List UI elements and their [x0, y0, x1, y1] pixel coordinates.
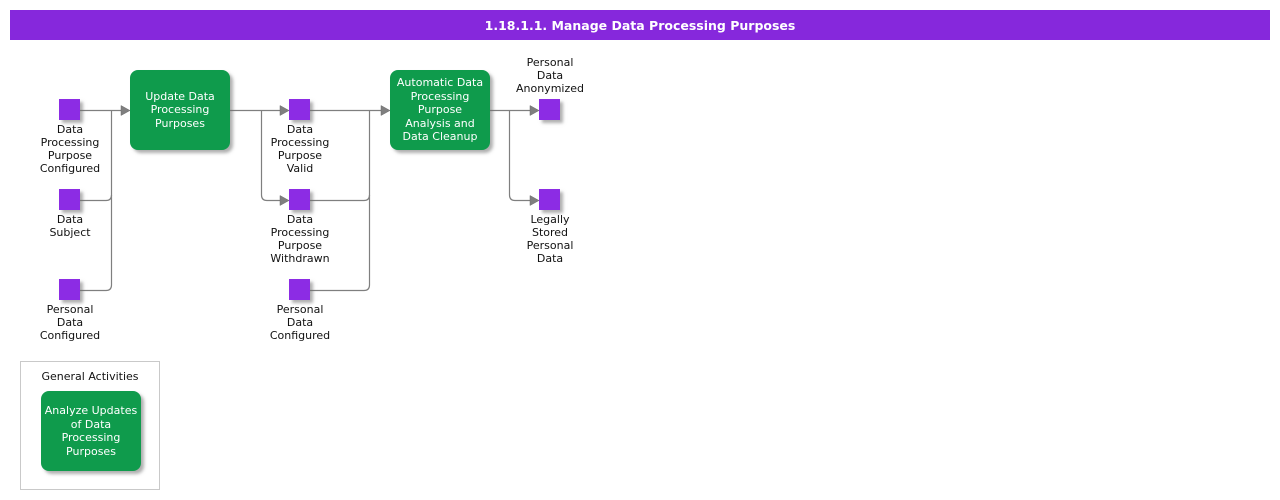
event-data-subject[interactable] — [59, 189, 80, 210]
event-personal-data-anonymized[interactable] — [539, 99, 560, 120]
event-label-personal-data-anonymized: Personal Data Anonymized — [515, 56, 584, 95]
event-label-data-subject: Data Subject — [49, 213, 91, 239]
event-label-legally-stored-personal-data: Legally Stored Personal Data — [526, 213, 574, 265]
event-label-personal-data-configured-left: Personal Data Configured — [39, 303, 101, 342]
diagram-title-bar: 1.18.1.1. Manage Data Processing Purpose… — [10, 10, 1270, 40]
event-label-data-processing-purpose-withdrawn: Data Processing Purpose Withdrawn — [270, 213, 330, 265]
activity-automatic-data-processing-purpose-analysis-and-data-cleanup[interactable]: Automatic Data Processing Purpose Analys… — [390, 70, 490, 150]
event-data-processing-purpose-valid[interactable] — [289, 99, 310, 120]
event-personal-data-configured-left[interactable] — [59, 279, 80, 300]
event-data-processing-purpose-configured[interactable] — [59, 99, 80, 120]
general-activities-group: General Activities Analyze Updates of Da… — [20, 361, 160, 490]
event-personal-data-configured-middle[interactable] — [289, 279, 310, 300]
event-data-processing-purpose-withdrawn[interactable] — [289, 189, 310, 210]
event-label-data-processing-purpose-configured: Data Processing Purpose Configured — [39, 123, 101, 175]
event-label-data-processing-purpose-valid: Data Processing Purpose Valid — [270, 123, 330, 175]
event-legally-stored-personal-data[interactable] — [539, 189, 560, 210]
activity-update-data-processing-purposes[interactable]: Update Data Processing Purposes — [130, 70, 230, 150]
general-activities-title: General Activities — [41, 370, 139, 383]
page-title: 1.18.1.1. Manage Data Processing Purpose… — [484, 17, 796, 33]
activity-analyze-updates-of-data-processing-purposes[interactable]: Analyze Updates of Data Processing Purpo… — [41, 391, 141, 471]
event-label-personal-data-configured-middle: Personal Data Configured — [269, 303, 331, 342]
